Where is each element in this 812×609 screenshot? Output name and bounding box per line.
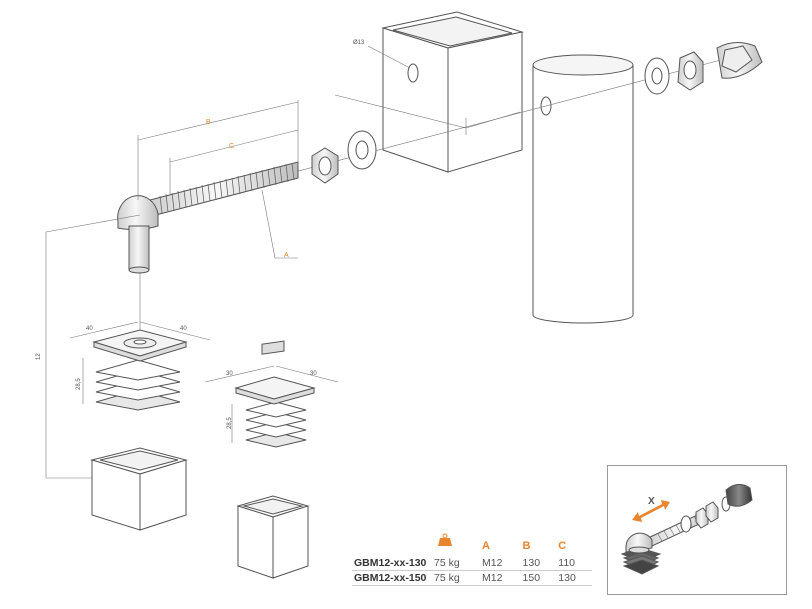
front-nut-washer [311, 130, 377, 184]
c-value: 130 [558, 572, 576, 584]
b-value: 150 [522, 572, 541, 584]
model-name: GBM12-xx-150 [354, 572, 427, 584]
adjust-arrow-icon [632, 500, 670, 522]
spec-table: A B C GBM12-xx-130 75 kg M12 130 110 GBM… [352, 536, 592, 586]
dim-hole-label: Ø13 [353, 40, 365, 46]
round-post [532, 54, 634, 324]
load-value: 75 kg [434, 572, 460, 584]
inset-label: X [648, 496, 655, 507]
cap-40-w1: 40 [86, 326, 93, 332]
header-b: B [522, 540, 531, 552]
adjustment-inset: X [607, 465, 787, 595]
b-value: 130 [522, 557, 541, 569]
table-row: GBM12-xx-150 75 kg M12 150 130 [352, 571, 592, 586]
dimension-lines [45, 100, 299, 479]
inset-drawing: X [620, 484, 753, 575]
c-value: 110 [558, 557, 576, 569]
dim-c-label: C [229, 143, 234, 150]
right-washer-nut-stack [644, 42, 763, 95]
cap-30-h: 28,5 [227, 417, 233, 429]
header-a: A [482, 540, 490, 552]
header-c: C [558, 540, 567, 552]
cap-30 [234, 340, 316, 448]
cap-30-dims [204, 365, 339, 443]
table-row: GBM12-xx-130 75 kg M12 130 110 [352, 556, 592, 571]
cap-30-w2: 30 [310, 371, 317, 377]
dim-a-label: A [284, 252, 289, 259]
load-value: 75 kg [434, 557, 460, 569]
square-tube-large [90, 447, 188, 531]
dim-b-label: B [206, 119, 211, 126]
model-name: GBM12-xx-130 [354, 557, 427, 569]
hole-leader [367, 45, 411, 69]
a-value: M12 [482, 572, 503, 584]
weight-icon [438, 533, 452, 546]
cap-40 [92, 329, 188, 411]
a-value: M12 [482, 557, 503, 569]
cap-40-dims [69, 321, 211, 404]
cap-30-w1: 30 [226, 371, 233, 377]
cap-40-w2: 40 [180, 326, 187, 332]
square-post-top [381, 11, 524, 173]
dim-height-label: 12 [36, 353, 42, 360]
square-tube-small [236, 495, 310, 579]
hinge-bolt [117, 161, 299, 274]
cap-40-h: 28,5 [76, 378, 82, 390]
post-hole [407, 63, 419, 83]
